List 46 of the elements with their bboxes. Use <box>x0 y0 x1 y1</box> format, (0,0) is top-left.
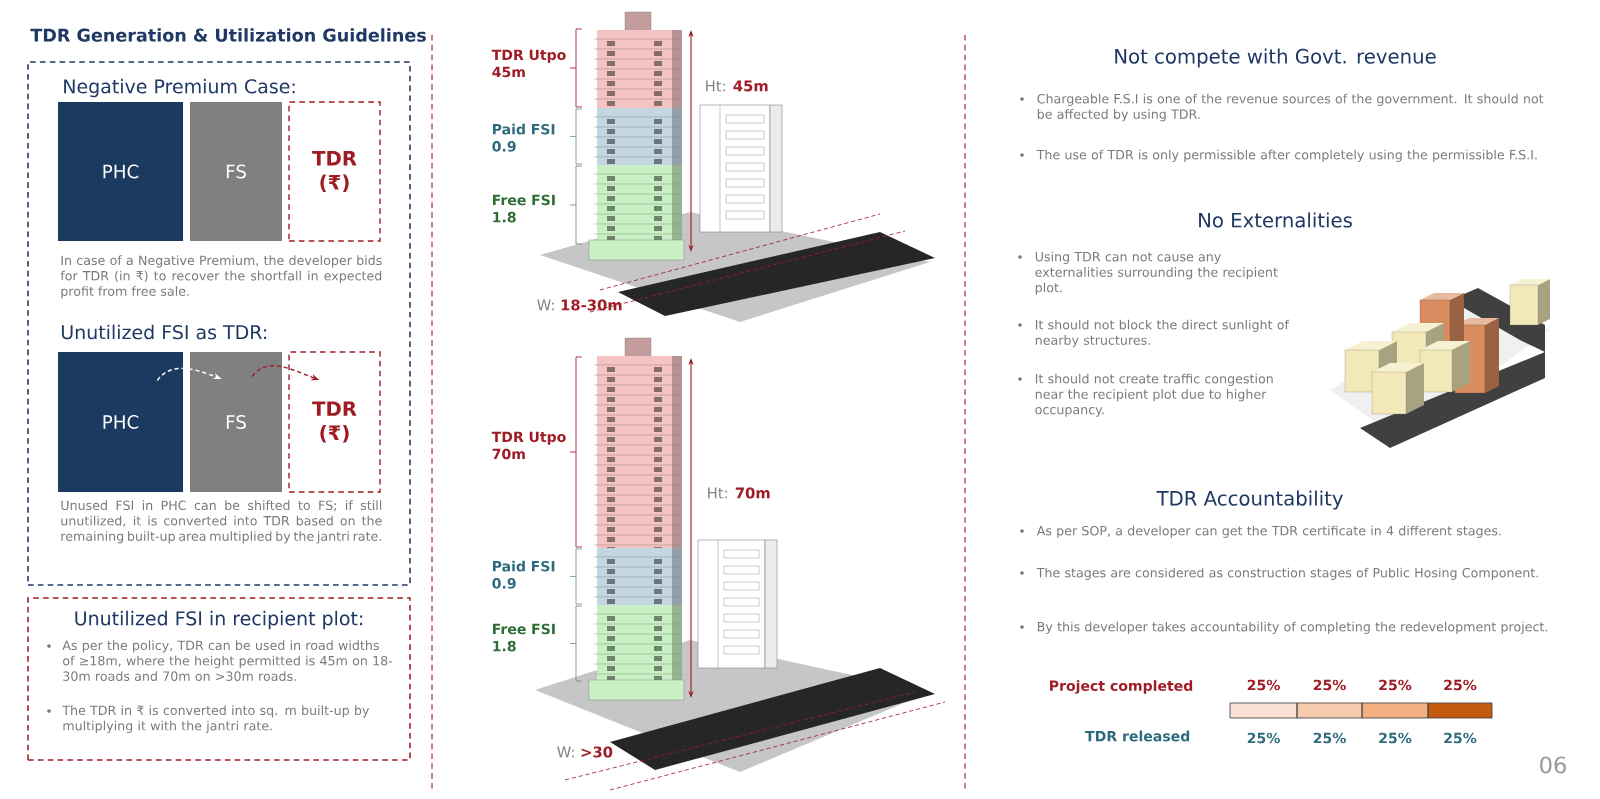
section-heading: Unutilized FSI as TDR: <box>61 324 267 340</box>
percent-label: 25% <box>1247 732 1280 744</box>
bullet-text: It should not create traffic congestion near the recipient plot due to higher occupancy. <box>1035 373 1273 417</box>
bullet-text: It should not block the direct sunlight of nearby structures. <box>1035 319 1290 348</box>
section-heading: No Externalities <box>1199 212 1352 228</box>
dashed-box: TDR (₹) <box>288 101 381 242</box>
bullet-text: As per the policy, TDR can be used in road widths of ≥18m, where the height permitted is 45m on 18-30m roads and 70m on >30m roads. <box>62 640 393 681</box>
bullet-text: As per SOP, a developer can get the TDR certificate in 4 different stages. <box>1036 525 1501 538</box>
dimension-label: W: 18-30m <box>537 299 622 311</box>
page-number: 06 <box>1540 756 1566 774</box>
percent-label: 25% <box>1313 732 1346 744</box>
percent-label: 25% <box>1247 679 1280 691</box>
bullet-text: By this developer takes accountability of completing the redevelopment project. <box>1037 621 1548 634</box>
dimension-label: Ht: 70m <box>708 487 770 499</box>
annotation-label: TDR Utpo 45m <box>491 49 566 78</box>
filled-block: FS <box>190 102 282 241</box>
percent-label: 25% <box>1313 679 1346 691</box>
dashed-box: TDR (₹) <box>288 351 381 493</box>
dimension-label: Ht: 45m <box>706 80 768 92</box>
filled-block: PHC <box>58 352 184 492</box>
annotation-label: Paid FSI 0.9 <box>492 560 555 589</box>
annotation-label: Free FSI 1.8 <box>493 194 555 223</box>
annotation-label: Paid FSI 0.9 <box>492 123 555 152</box>
annotation-label: Free FSI 1.8 <box>493 623 555 652</box>
percent-label: 25% <box>1444 732 1477 744</box>
bullet-text: The TDR in ₹ is converted into sq. m built-up by multiplying it with the jantri rate. <box>62 705 370 733</box>
filled-block: PHC <box>58 102 184 241</box>
bullet-text: Chargeable F.S.I is one of the revenue sources of the government. It should not be affected by using TDR. <box>1037 93 1544 122</box>
filled-block: FS <box>190 352 282 492</box>
paragraph: In case of a Negative Premium, the developer bids for TDR (in ₹) to recover the shortfall in expected profit from free sale. <box>60 255 382 299</box>
row-label: Project completed <box>1050 680 1193 694</box>
bullet-text: Using TDR can not cause any externalities surrounding the recipient plot. <box>1035 251 1278 295</box>
bullet-text: The use of TDR is only permissible after completely using the permissible F.S.I. <box>1036 149 1537 162</box>
section-heading: Negative Premium Case: <box>64 78 295 98</box>
annotation-label: TDR Utpo 70m <box>491 431 566 460</box>
section-heading: Not compete with Govt. revenue <box>1115 48 1436 68</box>
title: TDR Generation & Utilization Guidelines <box>30 28 426 42</box>
row-label: TDR released <box>1085 730 1190 742</box>
paragraph: Unused FSI in PHC can be shifted to FS; if still unutilized, it is converted into TDR based on the remaining built-up area multiplied by the jantri rate. <box>61 500 382 544</box>
percent-label: 25% <box>1379 732 1412 744</box>
section-heading: TDR Accountability <box>1156 490 1343 510</box>
dimension-label: W: >30 <box>557 746 613 758</box>
percent-label: 25% <box>1444 679 1477 691</box>
percent-label: 25% <box>1379 679 1412 691</box>
section-heading: Unutilized FSI in recipient plot: <box>75 610 363 630</box>
bullet-text: The stages are considered as construction stages of Public Hosing Component. <box>1036 567 1538 580</box>
